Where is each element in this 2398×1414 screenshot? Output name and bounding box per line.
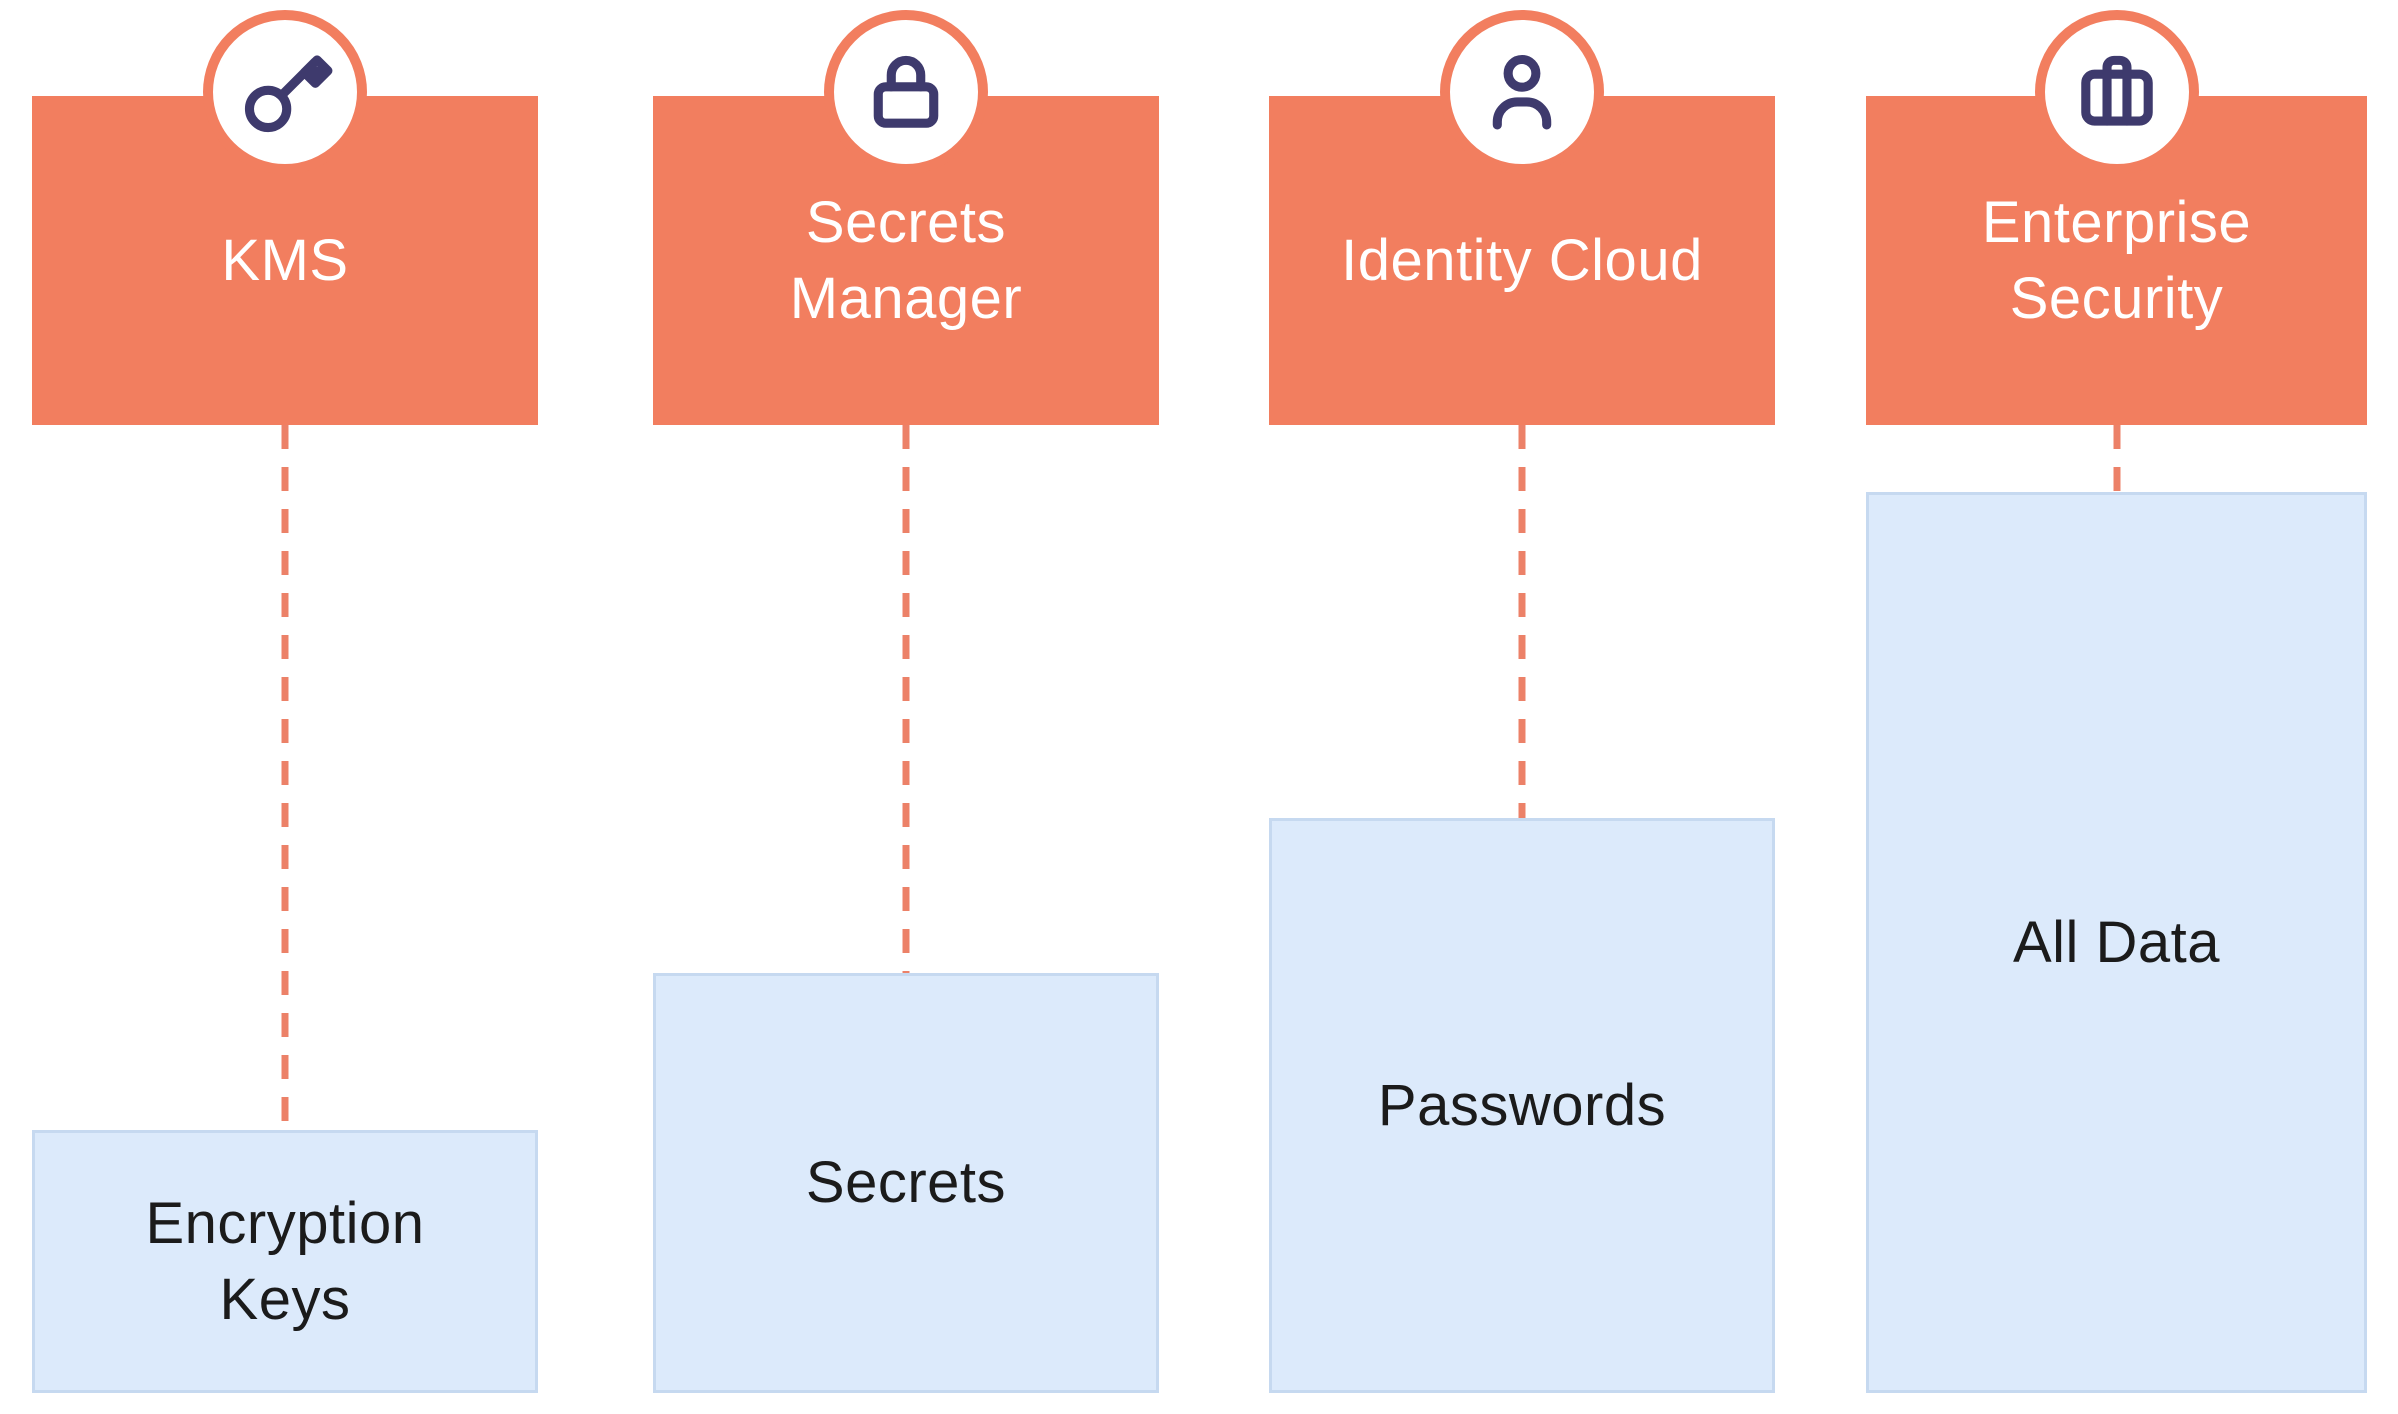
connector-dashed-line <box>2113 425 2120 492</box>
icon-circle <box>2034 10 2199 174</box>
connector-dashed-line <box>902 425 910 973</box>
service-label: Enterprise Security <box>1981 189 2252 331</box>
key-icon <box>244 55 333 133</box>
lock-icon <box>873 55 939 128</box>
icon-circle <box>203 10 367 174</box>
service-label: Identity Cloud <box>1341 227 1703 293</box>
data-box-secrets: Secrets <box>653 973 1159 1393</box>
icon-circle <box>1440 10 1604 174</box>
data-label: Secrets <box>805 1150 1007 1215</box>
connector-dashed-line <box>281 425 289 1130</box>
icon-circle <box>824 10 988 174</box>
connector-dashed-line <box>1518 425 1526 818</box>
service-label: KMS <box>221 227 349 293</box>
column-identity-cloud: Identity Cloud Passwords <box>1269 0 1775 1414</box>
data-label: Encryption Keys <box>145 1190 425 1332</box>
data-box-encryption-keys: Encryption Keys <box>32 1130 538 1393</box>
data-label: Passwords <box>1377 1072 1667 1138</box>
data-box-passwords: Passwords <box>1269 818 1775 1393</box>
data-label: All Data <box>2012 909 2221 975</box>
user-icon <box>1492 54 1552 130</box>
briefcase-icon <box>2080 55 2153 126</box>
data-box-all-data: All Data <box>1866 492 2367 1393</box>
column-enterprise-security: Enterprise Security All Data <box>1866 0 2367 1414</box>
column-secrets-manager: Secrets Manager Secrets <box>653 0 1159 1414</box>
service-label: Secrets Manager <box>789 189 1023 331</box>
column-kms: KMS Encryption Keys <box>32 0 538 1414</box>
